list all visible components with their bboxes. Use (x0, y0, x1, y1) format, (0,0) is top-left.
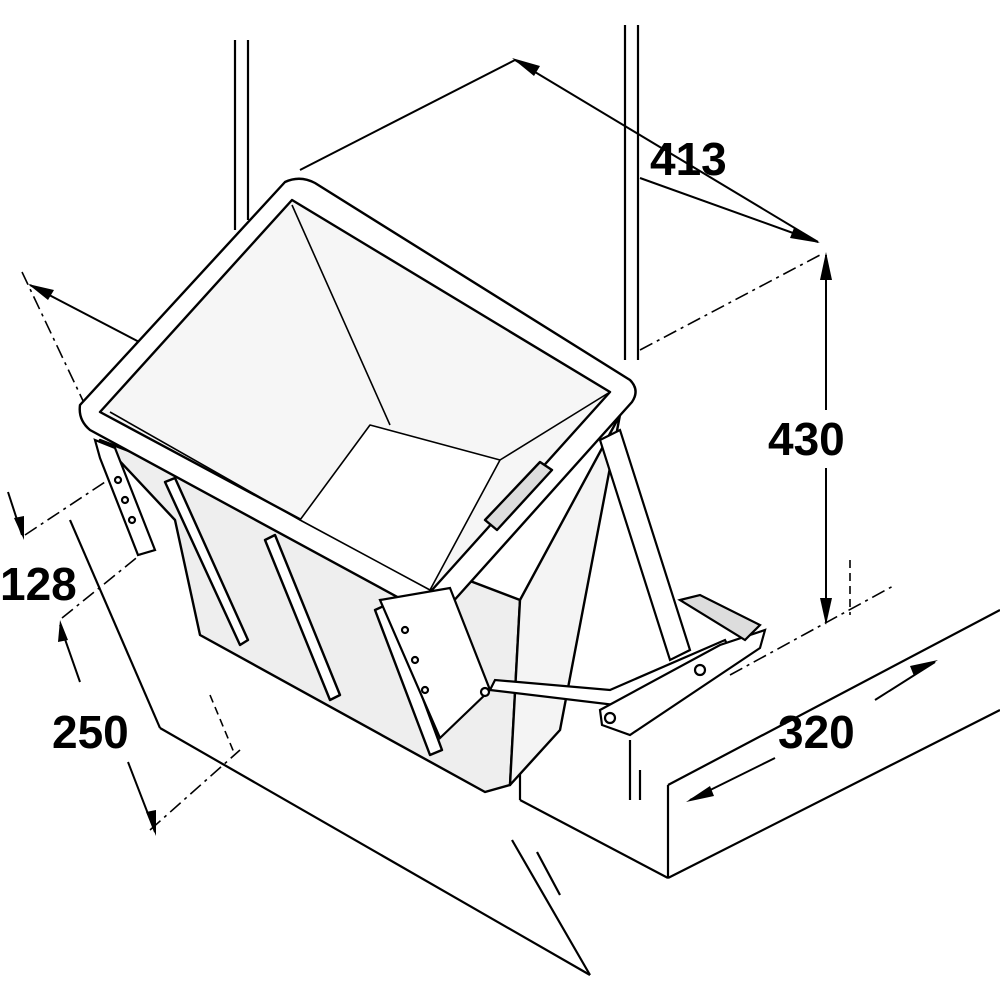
dimension-413-label: 413 (650, 133, 727, 185)
dimension-250 (127, 694, 241, 836)
bin-floor (299, 424, 501, 591)
runner-rail (598, 428, 692, 662)
cabinet-side-panel (233, 25, 640, 360)
bin-rib (163, 476, 250, 647)
dimension-320 (686, 660, 938, 802)
dimension-128 (7, 481, 141, 683)
dimension-413-arrow (512, 58, 540, 76)
dimension-430-label: 430 (768, 413, 845, 465)
bin-rib (263, 533, 342, 702)
waste-bin (78, 177, 637, 794)
dimension-320-label: 320 (778, 706, 855, 758)
dimension-413 (299, 58, 821, 351)
cabinet-base-board (68, 519, 1000, 976)
runner-foot (598, 628, 767, 737)
bin-handle (483, 460, 554, 532)
dimension-413-line (299, 59, 516, 171)
mounting-hardware (93, 428, 767, 740)
dimension-430 (729, 252, 896, 676)
spring-damper (677, 593, 762, 642)
dimension-250-label: 250 (52, 706, 129, 758)
dimension-128-label: 128 (0, 558, 77, 610)
